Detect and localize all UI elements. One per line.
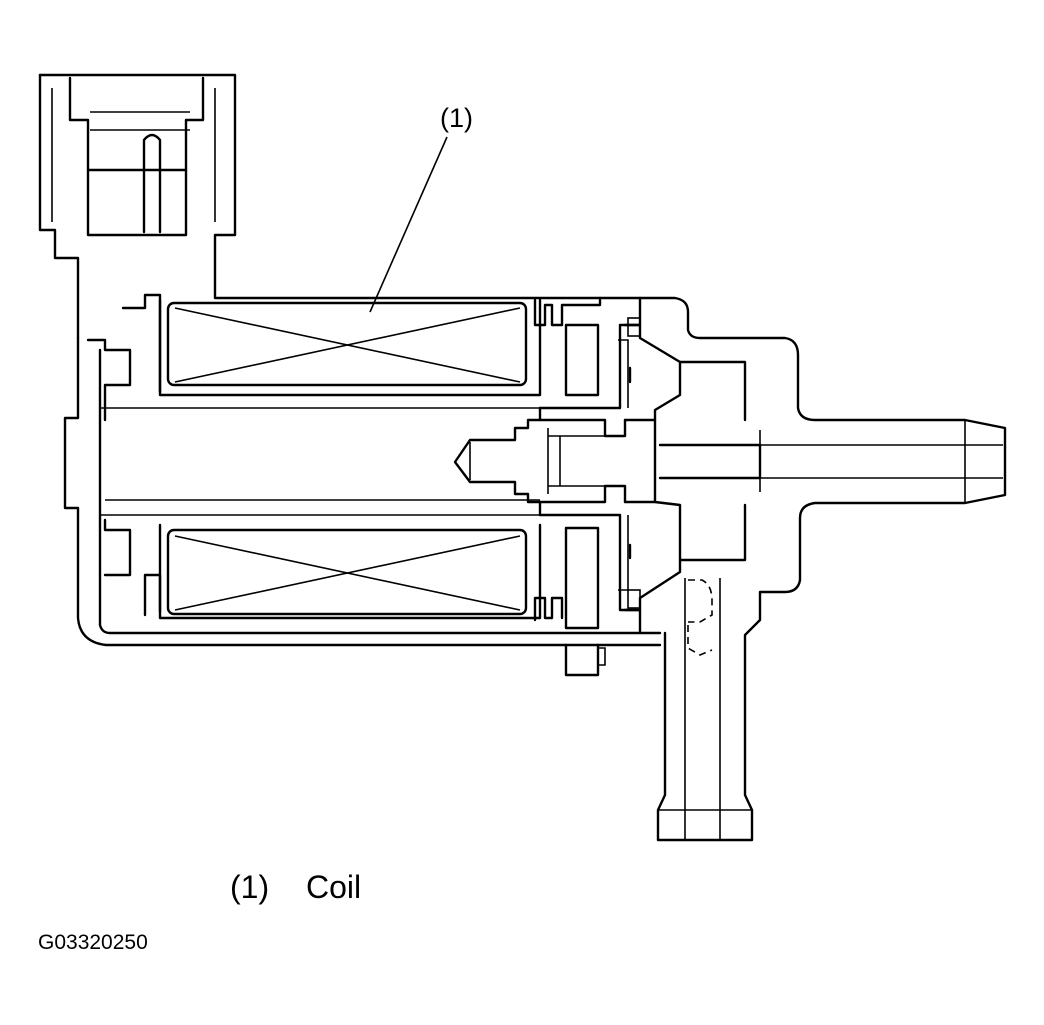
outlet-port-right bbox=[658, 360, 1003, 562]
callout-coil: (1) bbox=[369, 103, 473, 313]
figure-code: G03320250 bbox=[38, 931, 148, 954]
inlet-port-bottom bbox=[658, 578, 752, 840]
electrical-connector bbox=[38, 73, 602, 340]
bobbin-flange bbox=[533, 296, 642, 635]
coil-upper bbox=[158, 298, 542, 397]
valve-seat bbox=[618, 317, 682, 612]
plunger bbox=[453, 406, 627, 517]
callout-leader-line bbox=[369, 136, 448, 313]
legend-item-number: (1) bbox=[230, 869, 269, 905]
legend: (1) Coil bbox=[230, 869, 361, 905]
mounting-stub bbox=[564, 643, 606, 677]
valve-housing bbox=[63, 296, 1007, 842]
legend-item-label: Coil bbox=[306, 869, 361, 905]
callout-number: (1) bbox=[440, 103, 473, 133]
coil-lower bbox=[158, 523, 542, 620]
